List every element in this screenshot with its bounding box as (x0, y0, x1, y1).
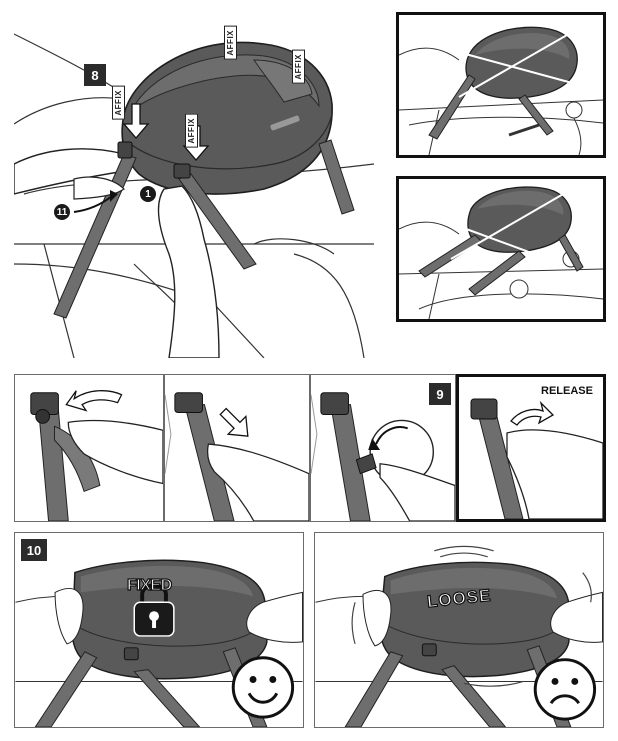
bag-fixed-illustration (15, 559, 303, 727)
panel-step-10-loose: LOOSE (314, 532, 604, 728)
fixed-label: FIXED (126, 576, 172, 594)
sad-face-icon (533, 658, 597, 721)
panel-step-9b (164, 374, 310, 522)
padlock-icon (133, 583, 175, 637)
panel-step-9c: 9 (310, 374, 456, 522)
step-8-badge: 8 (84, 64, 106, 86)
smiley-face-icon (231, 656, 295, 719)
panel-step-8: 8 AFFIX AFFIX AFFIX AFFIX 1 11 (14, 14, 374, 358)
callout-1: 1 (140, 186, 156, 202)
affix-label-top: AFFIX (224, 26, 237, 60)
strap-through-buckle-illustration (30, 390, 163, 521)
panel-step-10-fixed: 10 FIXED (14, 532, 304, 728)
step-9-badge: 9 (429, 383, 451, 405)
callout-11: 11 (54, 204, 70, 220)
wrong-strap-routing-illustration-2 (399, 186, 603, 319)
bag-loose-illustration (315, 545, 603, 727)
release-label: RELEASE (541, 385, 593, 397)
affix-label-center: AFFIX (185, 114, 198, 148)
release-buckle-illustration (470, 398, 603, 519)
panel-wrong-routing-1 (396, 12, 606, 158)
panel-wrong-routing-2 (396, 176, 606, 322)
motorcycle-mounting-illustration (14, 33, 374, 358)
affix-label-right: AFFIX (292, 50, 305, 84)
wrong-strap-routing-illustration-1 (399, 26, 603, 155)
step-10-badge: 10 (21, 539, 47, 561)
panel-step-9a (14, 374, 164, 522)
affix-label-left: AFFIX (112, 86, 125, 120)
pull-strap-down-illustration (165, 392, 309, 521)
panel-step-9-release: RELEASE (456, 374, 606, 522)
lock-buckle-illustration (311, 392, 455, 521)
